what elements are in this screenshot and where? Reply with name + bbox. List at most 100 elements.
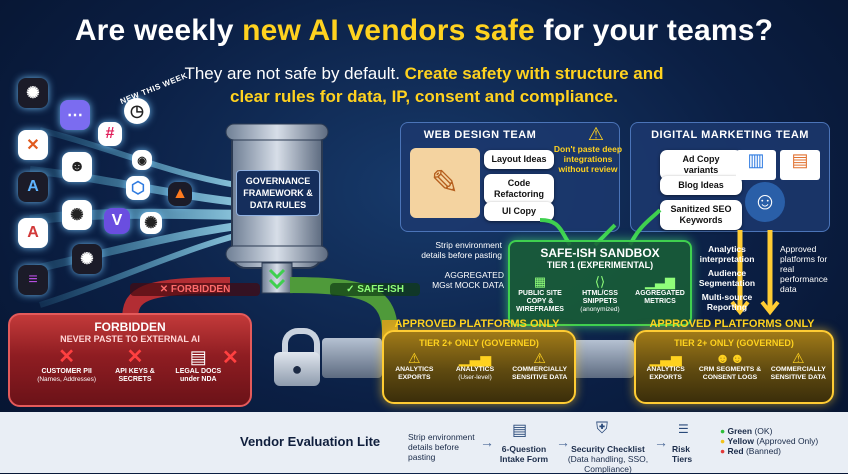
forbidden-pipe-text: FORBIDDEN bbox=[170, 284, 231, 295]
forbidden-item-label: LEGAL DOCS under NDA bbox=[175, 368, 222, 383]
chatgpt-icon: ✺ bbox=[18, 78, 48, 108]
approved-right-pipe: TIER 2+ ONLY (GOVERNED) ▁▃▅ ANALYTICS EX… bbox=[634, 330, 834, 404]
chat-bubble-icon: ⋯ bbox=[60, 100, 90, 130]
x-logo-icon: ✕ bbox=[18, 130, 48, 160]
chip-ad-copy: Ad Copy variants bbox=[660, 150, 742, 180]
footer-step-security: Security Checklist (Data handling, SSO, … bbox=[556, 444, 660, 474]
metrics-chart-icon: ▁▃▆ bbox=[645, 274, 675, 289]
approved-item: ▁▃▅ ANALYTICS EXPORTS bbox=[639, 350, 693, 382]
approved-item-sub: (User-level) bbox=[458, 374, 492, 381]
approved-item-label: ANALYTICS EXPORTS bbox=[646, 366, 685, 381]
analytics-item-1: Analytics interpretation bbox=[699, 244, 755, 264]
marketer-illustration-icon: ☺ bbox=[745, 182, 785, 222]
approved-item: ⚠ ANALYTICS EXPORTS bbox=[387, 350, 441, 382]
warning-icon: ⚠ bbox=[408, 350, 421, 366]
arrow-right-icon: → bbox=[654, 434, 668, 450]
footer-step-risk: Risk Tiers bbox=[672, 444, 693, 464]
safeish-pipe-label: ✓ SAFE-ISH bbox=[330, 283, 420, 296]
chip-blog-ideas: Blog Ideas bbox=[660, 176, 742, 195]
form-icon: ▤ bbox=[512, 422, 528, 439]
sandbox-item-label: HTML/CSS SNIPPETS bbox=[582, 290, 618, 305]
forbidden-item: ▤ LEGAL DOCS under NDA bbox=[173, 346, 223, 384]
v-logo-icon: V bbox=[104, 208, 130, 234]
risk-tier-list: ● Green (OK) ● Yellow (Approved Only) ● … bbox=[720, 426, 840, 456]
note-aggregated-mock: AGGREGATED MGst MOCK DATA bbox=[432, 270, 504, 290]
code-snippet-icon: ⟨⟩ bbox=[594, 274, 606, 289]
warning-icon: ⚠ bbox=[533, 350, 546, 366]
sandbox-item: ⟨⟩ HTML/CSS SNIPPETS (anonymized) bbox=[572, 274, 628, 314]
approved-item: ⚠ COMMERCIALLY SENSITIVE DATA bbox=[509, 350, 571, 382]
triangle-a-icon: A bbox=[18, 172, 48, 202]
openai-dark-icon: ✺ bbox=[72, 244, 102, 274]
forbidden-item-label: CUSTOMER PII bbox=[41, 368, 92, 375]
tier-name: Green bbox=[727, 426, 753, 436]
web-design-title: WEB DESIGN TEAM bbox=[423, 129, 537, 141]
chip-layout-ideas: Layout Ideas bbox=[484, 150, 554, 169]
subtitle-highlight-2: clear rules for data, IP, consent and co… bbox=[230, 87, 618, 106]
approved-item: ☻☻ CRM SEGMENTS & CONSENT LOGS bbox=[698, 350, 762, 382]
approved-right-tier: TIER 2+ ONLY (GOVERNED) bbox=[674, 338, 794, 348]
tier-note: (Banned) bbox=[745, 446, 781, 456]
forbidden-item-sub: (Names, Addresses) bbox=[37, 376, 97, 383]
chart-screen-icon: ▥ bbox=[736, 150, 776, 180]
tier-note: (Approved Only) bbox=[756, 436, 819, 446]
tier-name: Yellow bbox=[727, 436, 754, 446]
clock-icon: ◷ bbox=[124, 98, 150, 124]
warning-icon: ⚠ bbox=[792, 350, 805, 366]
people-icon: ☻☻ bbox=[715, 350, 745, 366]
stack-logo-icon: ≡ bbox=[18, 265, 48, 295]
steel-pipe-left bbox=[322, 338, 382, 378]
approved-item-label: COMMERCIALLY SENSITIVE DATA bbox=[512, 366, 568, 381]
risk-tier-green: ● Green (OK) bbox=[720, 426, 773, 436]
subtitle-highlight-1: Create safety with structure and bbox=[404, 64, 664, 83]
forbidden-item: ✕ CUSTOMER PII (Names, Addresses) bbox=[37, 346, 97, 384]
slack-icon: # bbox=[98, 122, 122, 146]
forbidden-item-label: API KEYS & SECRETS bbox=[115, 368, 155, 383]
forbidden-item: ✕ API KEYS & SECRETS bbox=[110, 346, 160, 384]
analytics-item-3: Multi-source Reporting bbox=[701, 292, 753, 312]
governance-line-3: DATA RULES bbox=[249, 200, 307, 210]
approved-item-label: ANALYTICS bbox=[455, 366, 495, 373]
x-mark-icon: ✕ bbox=[126, 346, 144, 368]
bar-chart-icon: ▁▃▅ bbox=[649, 350, 682, 366]
sandbox-item-sub: (anonymized) bbox=[580, 306, 620, 313]
chip-code-refactoring: Code Refactoring bbox=[484, 174, 554, 204]
page-title: Are weekly new AI vendors safe for your … bbox=[0, 14, 848, 48]
approved-left-pipe: TIER 2+ ONLY (GOVERNED) ⚠ ANALYTICS EXPO… bbox=[382, 330, 576, 404]
chip-ui-copy: UI Copy bbox=[484, 202, 554, 221]
document-icon: ▤ bbox=[189, 347, 207, 367]
approved-item: ▁▃▅ ANALYTICS (User-level) bbox=[448, 350, 502, 382]
security-title: Security Checklist bbox=[571, 444, 645, 454]
vendor-evaluation-bar: Vendor Evaluation Lite Strip environment… bbox=[0, 412, 848, 474]
page-subtitle: They are not safe by default. Create saf… bbox=[0, 62, 848, 108]
safe-ish-sandbox: SAFE-ISH SANDBOX TIER 1 (EXPERIMENTAL) ▦… bbox=[508, 240, 692, 326]
wireframe-icon: ▦ bbox=[533, 274, 547, 289]
arrow-right-icon: → bbox=[556, 434, 570, 450]
robot-icon: ☻ bbox=[62, 152, 92, 182]
steel-pipe-middle bbox=[572, 340, 634, 378]
hexagon-logo-icon: ⬡ bbox=[126, 176, 150, 200]
chip-seo-keywords: Sanitized SEO Keywords bbox=[660, 200, 742, 230]
risk-tier-red: ● Red (Banned) bbox=[720, 446, 781, 456]
digital-marketing-title: DIGITAL MARKETING TEAM bbox=[651, 129, 809, 141]
bot-face-icon: ◉ bbox=[132, 150, 152, 170]
approved-left-title: APPROVED PLATFORMS ONLY bbox=[394, 318, 560, 330]
security-sub: (Data handling, SSO, Compliance) bbox=[567, 454, 649, 474]
analytics-item-2: Audience Segmentation bbox=[698, 268, 756, 288]
approved-right-title: APPROVED PLATFORMS ONLY bbox=[649, 318, 815, 330]
approved-item-label: ANALYTICS EXPORTS bbox=[395, 366, 434, 381]
risk-tier-yellow: ● Yellow (Approved Only) bbox=[720, 436, 819, 446]
shield-check-icon: ⛨ bbox=[596, 420, 609, 437]
bar-chart-screen-icon: ▤ bbox=[780, 150, 820, 180]
padlock-icon: ● bbox=[272, 328, 322, 388]
forbidden-pipe: FORBIDDEN NEVER PASTE TO EXTERNAL AI ✕ C… bbox=[8, 313, 252, 407]
risk-list-icon: ☰ bbox=[678, 422, 689, 436]
forbidden-title: FORBIDDEN bbox=[94, 320, 166, 334]
designer-illustration-icon: ✎ bbox=[410, 148, 480, 218]
x-mark-icon: ✕ bbox=[58, 346, 76, 368]
forbidden-subtitle: NEVER PASTE TO EXTERNAL AI bbox=[60, 334, 200, 344]
a-logo-icon: A bbox=[18, 218, 48, 248]
approved-item-label: COMMERCIALLY SENSITIVE DATA bbox=[770, 366, 826, 381]
openai-icon: ✺ bbox=[62, 200, 92, 230]
approved-item: ⚠ COMMERCIALLY SENSITIVE DATA bbox=[767, 350, 829, 382]
